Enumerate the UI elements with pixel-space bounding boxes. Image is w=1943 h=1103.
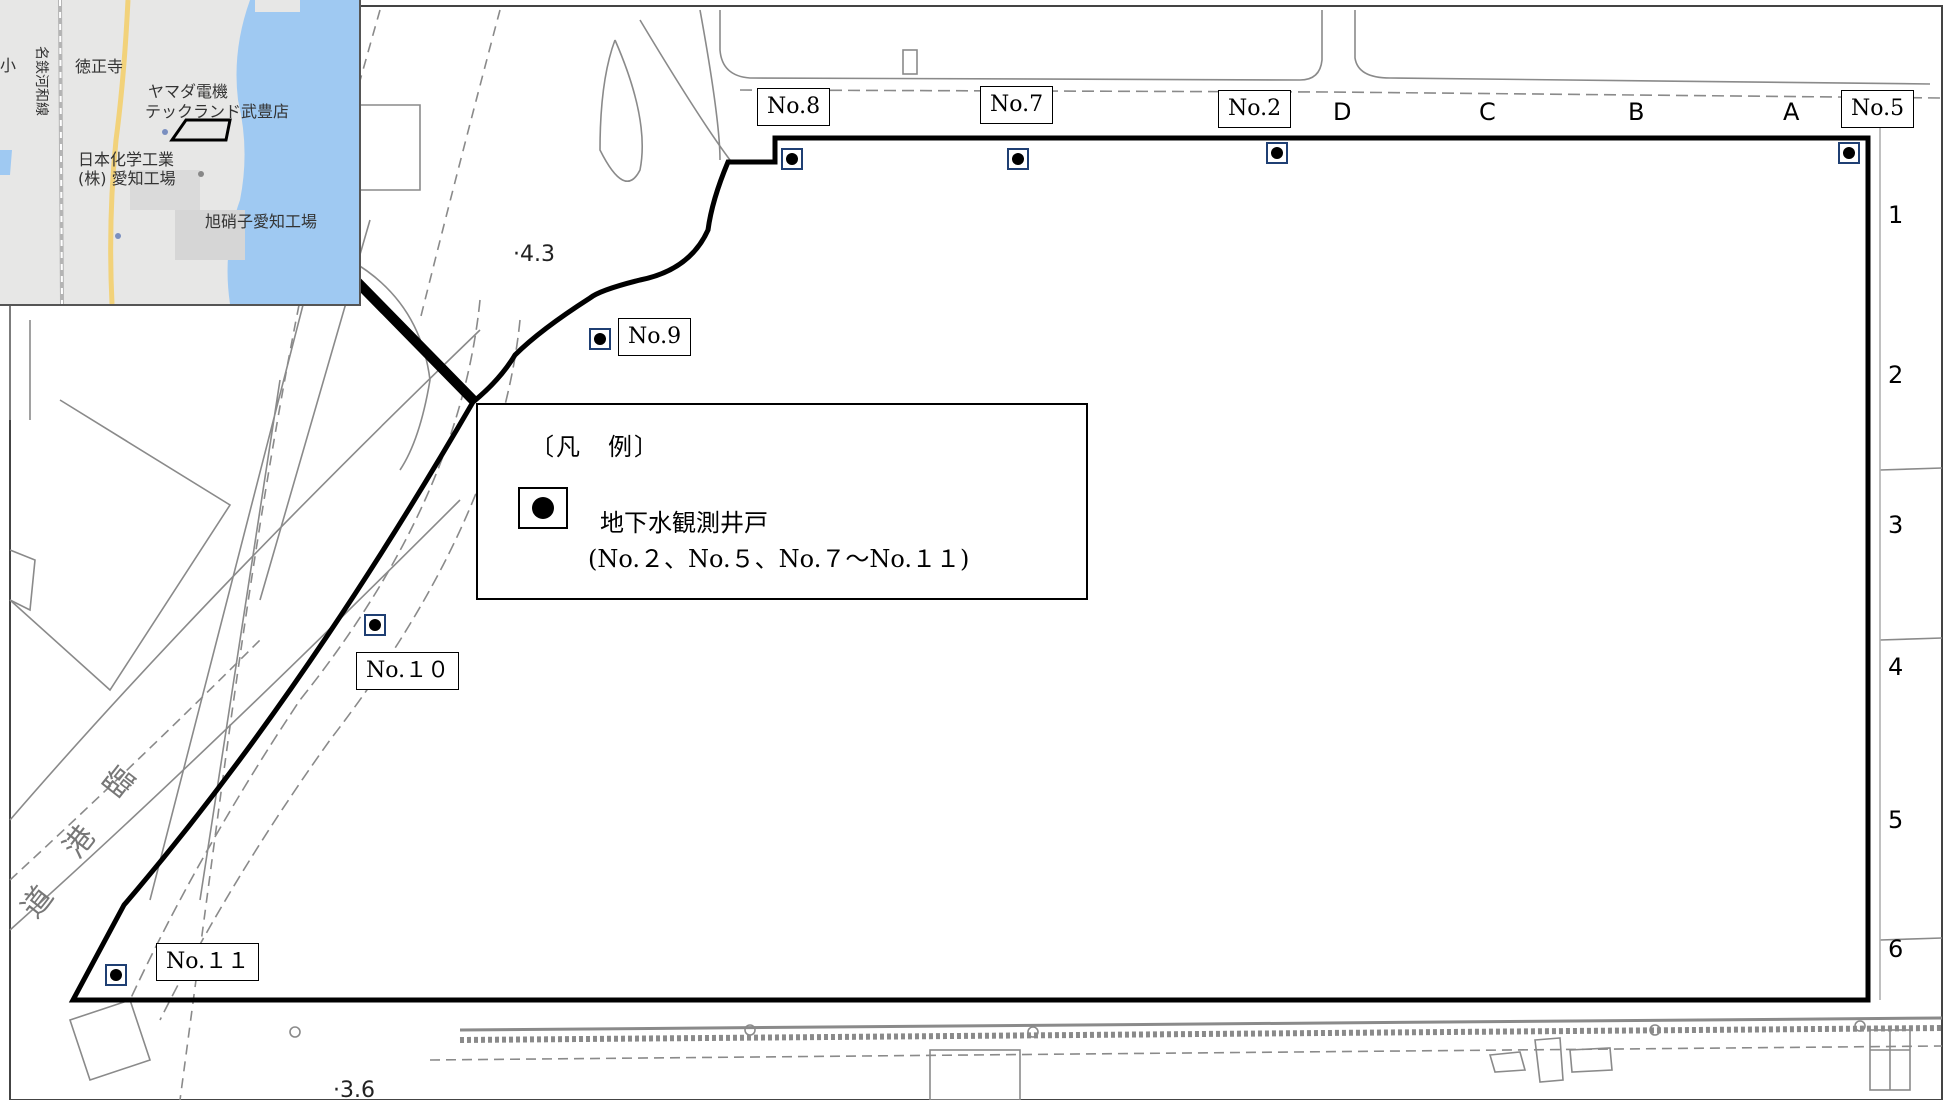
legend-symbol-name: 地下水観測井戸 bbox=[600, 509, 768, 537]
inset-location-map: 小 徳正寺 ヤマダ電機 テックランド武豊店 日本化学工業 (株) 愛知工場 旭硝… bbox=[0, 0, 361, 306]
well-label-no9: No.9 bbox=[618, 318, 692, 356]
grid-row-6: 6 bbox=[1888, 935, 1904, 963]
well-marker-no10[interactable] bbox=[364, 614, 386, 636]
well-marker-no8[interactable] bbox=[781, 148, 803, 170]
road-text-3: 道 bbox=[15, 880, 61, 925]
inset-label-techland: テックランド武豊店 bbox=[145, 102, 290, 121]
road-text-1: 臨 bbox=[97, 760, 143, 805]
grid-row-5: 5 bbox=[1888, 806, 1904, 834]
well-symbol-icon bbox=[518, 487, 568, 529]
grid-col-a: A bbox=[1783, 98, 1800, 126]
grid-col-d: D bbox=[1333, 98, 1352, 126]
spot-height-3-6: ·3.6 bbox=[333, 1078, 375, 1103]
inset-label-nihon-kagaku: 日本化学工業 bbox=[78, 150, 175, 169]
spot-height-value: 4.3 bbox=[520, 242, 555, 267]
well-marker-no2[interactable] bbox=[1266, 142, 1288, 164]
spot-height-value: 3.6 bbox=[340, 1078, 375, 1103]
legend-box: 〔凡 例〕 地下水観測井戸 (No.２、No.５、No.７～No.１１) bbox=[476, 403, 1088, 600]
grid-row-1: 1 bbox=[1888, 201, 1904, 229]
well-marker-no11[interactable] bbox=[105, 964, 127, 986]
grid-col-b: B bbox=[1628, 98, 1645, 126]
legend-title: 〔凡 例〕 bbox=[530, 433, 660, 461]
grid-col-c: C bbox=[1479, 98, 1496, 126]
well-marker-no5[interactable] bbox=[1838, 142, 1860, 164]
road-text-2: 港 bbox=[57, 820, 103, 865]
well-label-no7: No.7 bbox=[980, 86, 1054, 124]
inset-label-yamada: ヤマダ電機 bbox=[148, 82, 229, 101]
grid-row-4: 4 bbox=[1888, 653, 1904, 681]
well-label-no2: No.2 bbox=[1218, 90, 1292, 128]
grid-row-3: 3 bbox=[1888, 511, 1904, 539]
well-marker-no7[interactable] bbox=[1007, 148, 1029, 170]
well-marker-no9[interactable] bbox=[589, 328, 611, 350]
well-label-no11: No.１１ bbox=[156, 943, 260, 981]
inset-label-aichi-plant: (株) 愛知工場 bbox=[78, 169, 176, 188]
well-label-no10: No.１０ bbox=[356, 652, 460, 690]
well-label-no8: No.8 bbox=[757, 88, 831, 126]
well-label-no5: No.5 bbox=[1841, 90, 1915, 128]
inset-label-meitetsu: 名鉄河和線 bbox=[33, 46, 49, 116]
grid-row-2: 2 bbox=[1888, 361, 1904, 389]
inset-label-tokushoji: 徳正寺 bbox=[75, 57, 124, 76]
legend-symbol-wells: (No.２、No.５、No.７～No.１１) bbox=[588, 545, 970, 573]
spot-height-4-3: ·4.3 bbox=[513, 242, 555, 267]
inset-label-asahi-glass: 旭硝子愛知工場 bbox=[205, 212, 318, 231]
inset-label-small: 小 bbox=[0, 56, 17, 75]
site-boundary bbox=[68, 135, 1871, 1003]
